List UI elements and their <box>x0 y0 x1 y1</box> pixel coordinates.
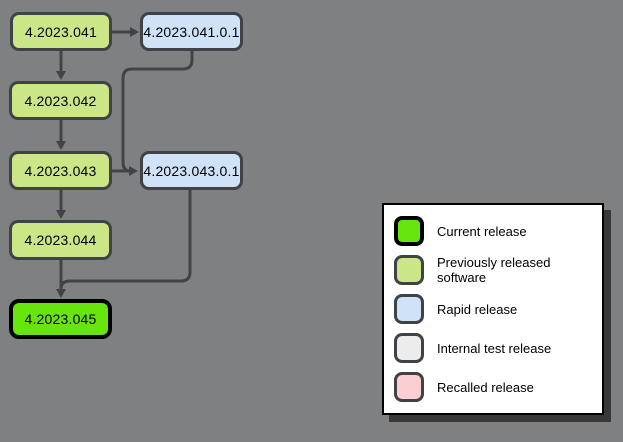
internal-test-release-swatch <box>394 333 424 363</box>
node-label: 4.2023.045 <box>24 311 97 327</box>
legend-item-previous: Previously released software <box>384 255 602 285</box>
node-4-2023-043-0-1: 4.2023.043.0.1 <box>140 151 243 190</box>
node-4-2023-044: 4.2023.044 <box>9 220 112 260</box>
edge-041-0-1-to-043-0-1 <box>121 51 194 173</box>
legend-label: Current release <box>437 223 527 239</box>
legend-label: Recalled release <box>437 379 534 395</box>
legend-item-recalled: Recalled release <box>384 372 602 402</box>
node-label: 4.2023.041.0.1 <box>143 23 240 40</box>
node-label: 4.2023.042 <box>24 92 97 109</box>
legend-label: Rapid release <box>437 301 518 317</box>
node-4-2023-042: 4.2023.042 <box>9 81 112 120</box>
edge-043-0-1-to-045 <box>59 190 192 290</box>
rapid-release-swatch <box>394 294 424 324</box>
previously-released-swatch <box>394 255 424 285</box>
node-4-2023-045-current: 4.2023.045 <box>9 299 112 339</box>
node-4-2023-041-0-1: 4.2023.041.0.1 <box>140 12 243 51</box>
legend-item-rapid: Rapid release <box>384 294 602 324</box>
legend: Current release Previously released soft… <box>382 203 604 415</box>
node-label: 4.2023.041 <box>24 23 98 40</box>
node-4-2023-043: 4.2023.043 <box>9 151 112 190</box>
legend-label: Previously released software <box>437 255 551 285</box>
node-4-2023-041: 4.2023.041 <box>10 12 112 51</box>
node-label: 4.2023.043.0.1 <box>143 162 240 179</box>
legend-item-internal: Internal test release <box>384 333 602 363</box>
node-label: 4.2023.044 <box>24 232 97 248</box>
legend-item-current: Current release <box>384 216 602 246</box>
current-release-swatch <box>394 216 424 246</box>
recalled-release-swatch <box>394 372 424 402</box>
legend-label: Internal test release <box>437 340 552 356</box>
node-label: 4.2023.043 <box>24 162 97 179</box>
